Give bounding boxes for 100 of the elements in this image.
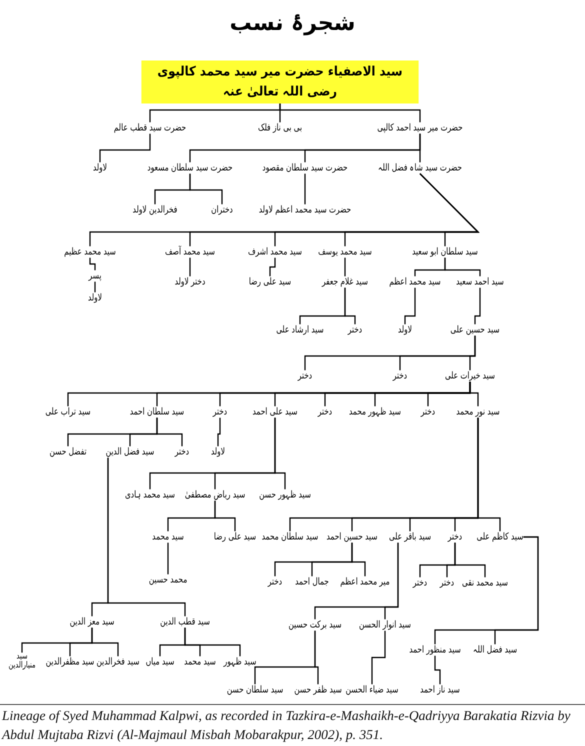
tree-connector <box>67 382 471 406</box>
tree-connector <box>304 336 476 370</box>
person-name: دختران <box>211 204 233 216</box>
tree-connector <box>159 628 186 656</box>
person-name: سید تراب علی <box>45 406 91 418</box>
person-name: سید سلطان احمد <box>130 406 184 418</box>
person-name: سید احمد سعید <box>456 276 504 288</box>
person-name: دختر <box>268 576 282 588</box>
person-name: دختر <box>440 577 454 589</box>
tree-connector <box>454 542 486 578</box>
person-name: سید کاظم علی <box>476 531 524 543</box>
person-name: سید میاں <box>146 656 174 668</box>
caption: Lineage of Syed Muhammad Kalpwi, as recorded in Tazkira-e-Mashaikh-e-Qadriyya Barakatia Rizvia by Abdul Mujtaba Rizvi (Al-Majmaul Misbah Mobarakpur, 2002), p. 351. <box>2 707 572 744</box>
person-name: سید سلطان محمد <box>262 531 318 543</box>
person-name: سید فضل اللہ <box>472 644 518 656</box>
person-name: سید ظہور <box>224 656 256 668</box>
person-name: سید حسین احمد <box>326 531 378 543</box>
tree-connector <box>344 258 346 276</box>
person-name: حضرت سید سلطان مقصود <box>262 162 348 174</box>
person-name: تفضل حسن <box>49 446 87 458</box>
person-name: سید حسین علی <box>450 324 500 336</box>
person-name: سید قطب الدین <box>160 616 210 628</box>
person-name: سید محمد اشرف <box>248 246 302 258</box>
person-name: جمال احمد <box>295 576 329 588</box>
tree-connector <box>434 656 441 684</box>
person-name: حضرت سید شاہ فضل اللہ <box>378 162 462 174</box>
tree-connector <box>167 542 169 574</box>
person-name: سید فخرالدین <box>96 656 140 668</box>
person-name: لاولد <box>211 446 225 458</box>
person-name: سید برکت حسین <box>288 619 342 631</box>
person-name: سید محمد ہادی <box>125 489 175 501</box>
tree-connector <box>217 418 221 446</box>
tree-connector <box>91 458 109 616</box>
person-name: سید ضیاء الحسن <box>346 684 398 696</box>
person-name: سید محمد آصف <box>165 246 215 258</box>
person-name: پسر <box>88 270 102 282</box>
person-name: سید ظہور حسن <box>259 489 311 501</box>
person-name: سید معز الدین <box>70 616 114 628</box>
person-name: سید فضل الدین <box>106 446 154 458</box>
person-name: سید محمد نقی <box>462 577 508 589</box>
person-name: دختر <box>412 577 428 589</box>
person-name: دختر <box>174 446 190 458</box>
tree-connector <box>269 258 276 276</box>
person-name: بی بی ناز فلک <box>258 122 302 134</box>
tree-connector <box>189 258 191 276</box>
tree-connector <box>404 288 416 324</box>
tree-connector <box>89 258 96 270</box>
person-name: سید ظفر حسن <box>294 684 342 696</box>
tree-connector <box>149 418 276 490</box>
person-name: دختر <box>392 370 408 382</box>
person-name: سید محمد یوسف <box>318 246 372 258</box>
person-name: سید محمد <box>184 656 216 668</box>
person-name: سید باقر علی <box>388 531 432 543</box>
person-name: حضرت سید قطب عالم <box>114 122 186 134</box>
tree-connector <box>89 173 480 246</box>
person-name: سید غلام جعفر <box>322 276 368 288</box>
tree-connector <box>314 542 399 620</box>
person-name: دختر <box>448 531 462 543</box>
highlighted-name: سید الاصفیاء حضرت میر سید محمد کالپوی رضی اللہ تعالیٰ عنہ <box>141 60 419 104</box>
person-name: سید سلطان ابو سعید <box>412 246 478 258</box>
person-name: حضرت میر سید احمد کالپی <box>377 122 463 134</box>
person-name: سید انوار الحسن <box>359 619 411 631</box>
tree-connector <box>434 536 539 644</box>
person-name: سید علی رضا <box>248 276 292 288</box>
person-name: سید ریاض مصطفیٰ <box>184 489 246 501</box>
person-name: میر محمد اعظم <box>340 576 390 588</box>
person-name: سید منیارالدین <box>2 652 42 672</box>
person-name: لاولد <box>88 292 102 304</box>
tree-connector <box>304 174 306 204</box>
tree-connector <box>67 418 158 446</box>
person-name: محمد حسین <box>148 574 188 586</box>
tree-connector <box>299 288 346 324</box>
person-name: سید محمد اعظم <box>389 276 441 288</box>
tree-connector <box>371 630 386 684</box>
tree-connector <box>99 134 151 162</box>
tree-connector <box>189 134 421 162</box>
person-name: لاولد <box>93 162 107 174</box>
person-name: سید خیرات علی <box>444 370 496 382</box>
tree-connector <box>254 630 316 684</box>
person-name: سید ناز احمد <box>420 684 460 696</box>
person-name: لاولد <box>398 324 412 336</box>
person-name: سید نور محمد <box>456 406 500 418</box>
tree-connector <box>21 628 93 653</box>
tree-connector <box>94 282 96 292</box>
person-name: دختر <box>420 406 436 418</box>
person-name: فخرالدین لاولد <box>132 204 178 216</box>
person-name: سید محمد <box>152 531 184 543</box>
tree-connector <box>414 258 446 276</box>
person-name: دختر <box>318 406 332 418</box>
tree-connector <box>351 542 366 576</box>
tree-connector <box>154 174 191 204</box>
diagram-title: شجرۂ نسب <box>230 10 356 36</box>
person-name: دختر <box>212 406 228 418</box>
person-name: سید علی رضا <box>214 531 256 543</box>
tree-connector <box>474 288 481 324</box>
tree-connector <box>289 418 479 532</box>
tree-connector <box>167 500 216 532</box>
person-name: دختر <box>348 324 362 336</box>
person-name: سید ظہور محمد <box>349 406 401 418</box>
person-name: سید ارشاد علی <box>276 324 324 336</box>
